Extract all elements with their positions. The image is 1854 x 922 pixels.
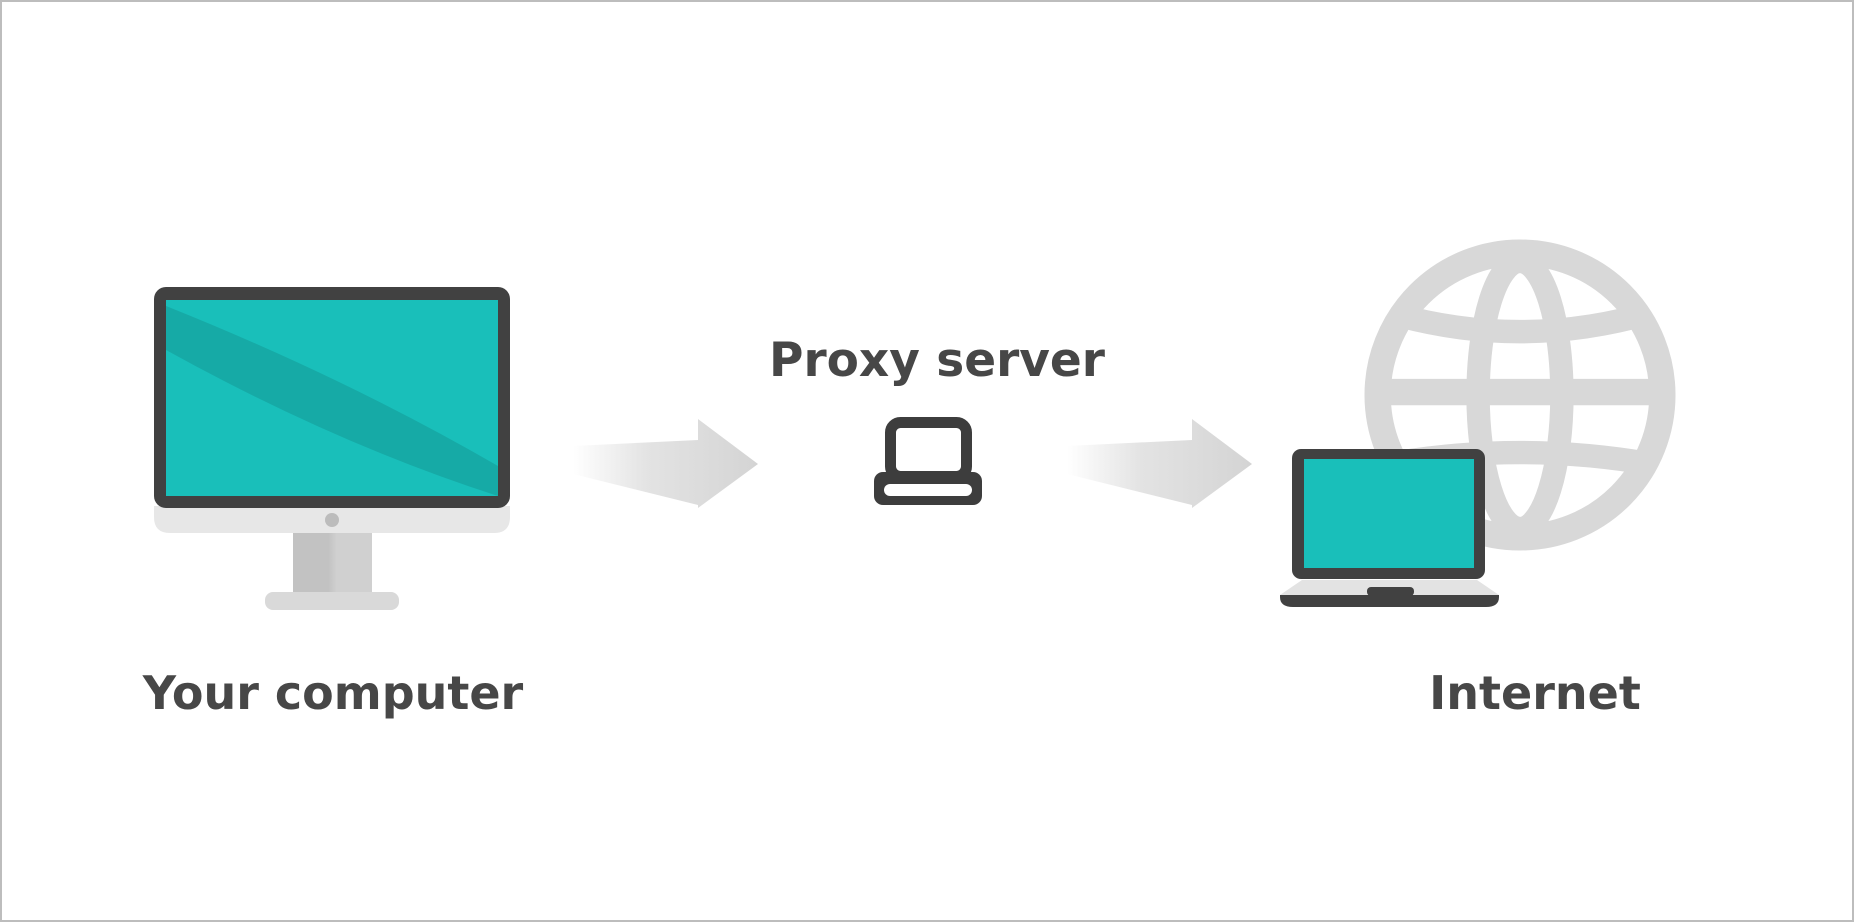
screen-glare-swoosh [166, 306, 498, 496]
laptop-icon [1278, 447, 1502, 609]
your-computer-label: Your computer [142, 666, 524, 720]
internet-label: Internet [1429, 666, 1641, 720]
proxy-server-label: Proxy server [769, 333, 1105, 388]
right-arrow-icon [1062, 416, 1252, 511]
laptop-bottom-bar [1280, 595, 1499, 607]
monitor-camera-dot [325, 513, 339, 527]
right-arrow-icon [568, 416, 758, 511]
laptop-screen [1304, 459, 1474, 568]
monitor-stand-base [265, 592, 399, 610]
monitor-stand-neck [293, 533, 372, 593]
laptop-touchpad [1367, 587, 1414, 596]
laptop-outline-icon [870, 414, 986, 506]
desktop-computer-icon [152, 286, 512, 612]
